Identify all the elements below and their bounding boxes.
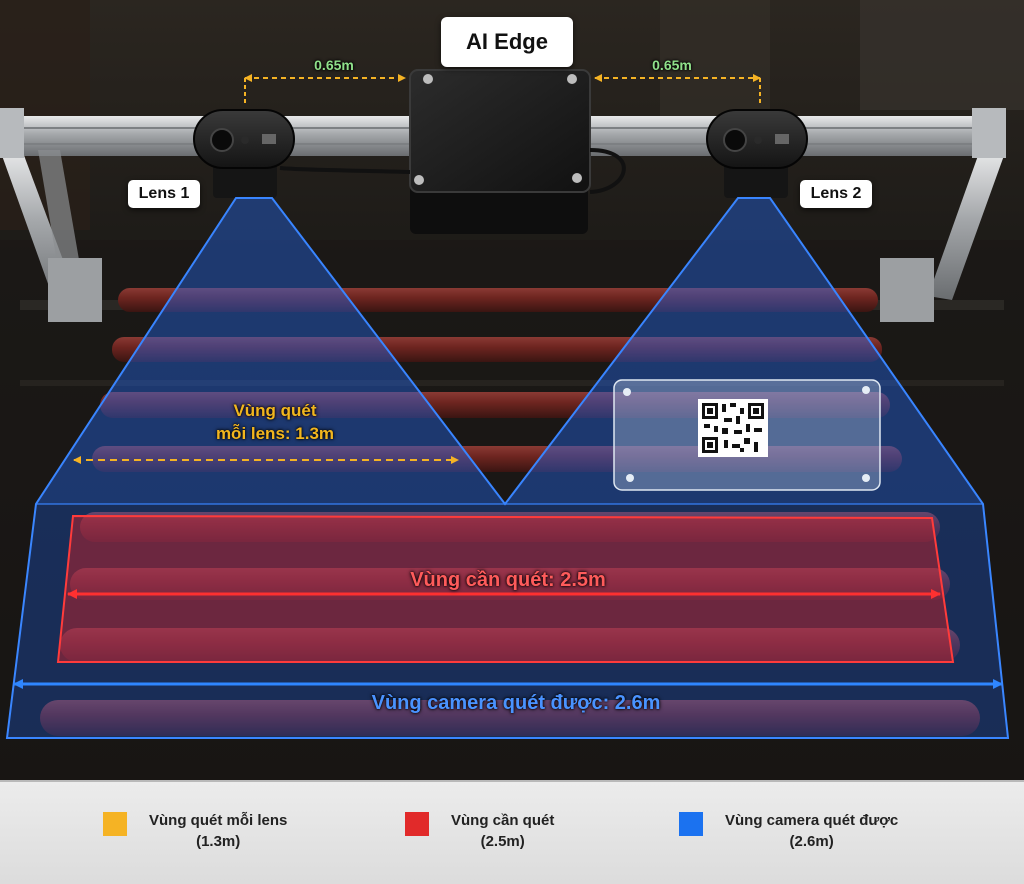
legend-item-required-zone: Vùng cần quét (2.5m) xyxy=(405,810,554,852)
legend-value-required-zone: (2.5m) xyxy=(480,833,525,850)
conveyor-rollers xyxy=(40,288,980,736)
legend-panel: Vùng quét mỗi lens (1.3m) Vùng cần quét … xyxy=(0,780,1024,884)
distance-label-left: 0.65m xyxy=(314,57,354,73)
lens-1-label: Lens 1 xyxy=(128,180,200,208)
legend-swatch-lens-zone xyxy=(103,812,127,836)
legend-label-required-zone: Vùng cần quét xyxy=(451,812,555,829)
lens-zone-label: Vùng quét mỗi lens: 1.3m xyxy=(180,399,370,445)
lens-zone-label-line2: mỗi lens: 1.3m xyxy=(215,424,335,443)
legend-item-camera-zone: Vùng camera quét được (2.6m) xyxy=(679,810,898,852)
qr-code-panel xyxy=(613,379,881,491)
scene-illustration xyxy=(0,0,1024,780)
required-zone-label: Vùng cần quét: 2.5m xyxy=(410,569,606,591)
lens-zone-label-line1: Vùng quét xyxy=(233,401,317,420)
lens-2-label: Lens 2 xyxy=(800,180,872,208)
camera-scan-zone xyxy=(5,197,1010,739)
distance-label-right: 0.65m xyxy=(652,57,692,73)
legend-label-lens-zone: Vùng quét mỗi lens xyxy=(149,812,288,829)
ai-edge-device xyxy=(279,69,626,234)
lens-1-fov xyxy=(36,198,505,504)
legend-value-lens-zone: (1.3m) xyxy=(196,833,241,850)
legend-swatch-required-zone xyxy=(405,812,429,836)
legend-item-lens-zone: Vùng quét mỗi lens (1.3m) xyxy=(103,810,287,852)
legend-swatch-camera-zone xyxy=(679,812,703,836)
qr-code-icon xyxy=(698,399,768,457)
legend-value-camera-zone: (2.6m) xyxy=(789,833,834,850)
camera-zone-label: Vùng camera quét được: 2.6m xyxy=(371,692,661,714)
ai-edge-label: AI Edge xyxy=(441,17,573,67)
legend-label-camera-zone: Vùng camera quét được xyxy=(725,812,899,829)
lens-2-fov xyxy=(505,198,983,504)
camera-lens-2 xyxy=(706,109,808,198)
camera-lens-1 xyxy=(193,109,295,198)
